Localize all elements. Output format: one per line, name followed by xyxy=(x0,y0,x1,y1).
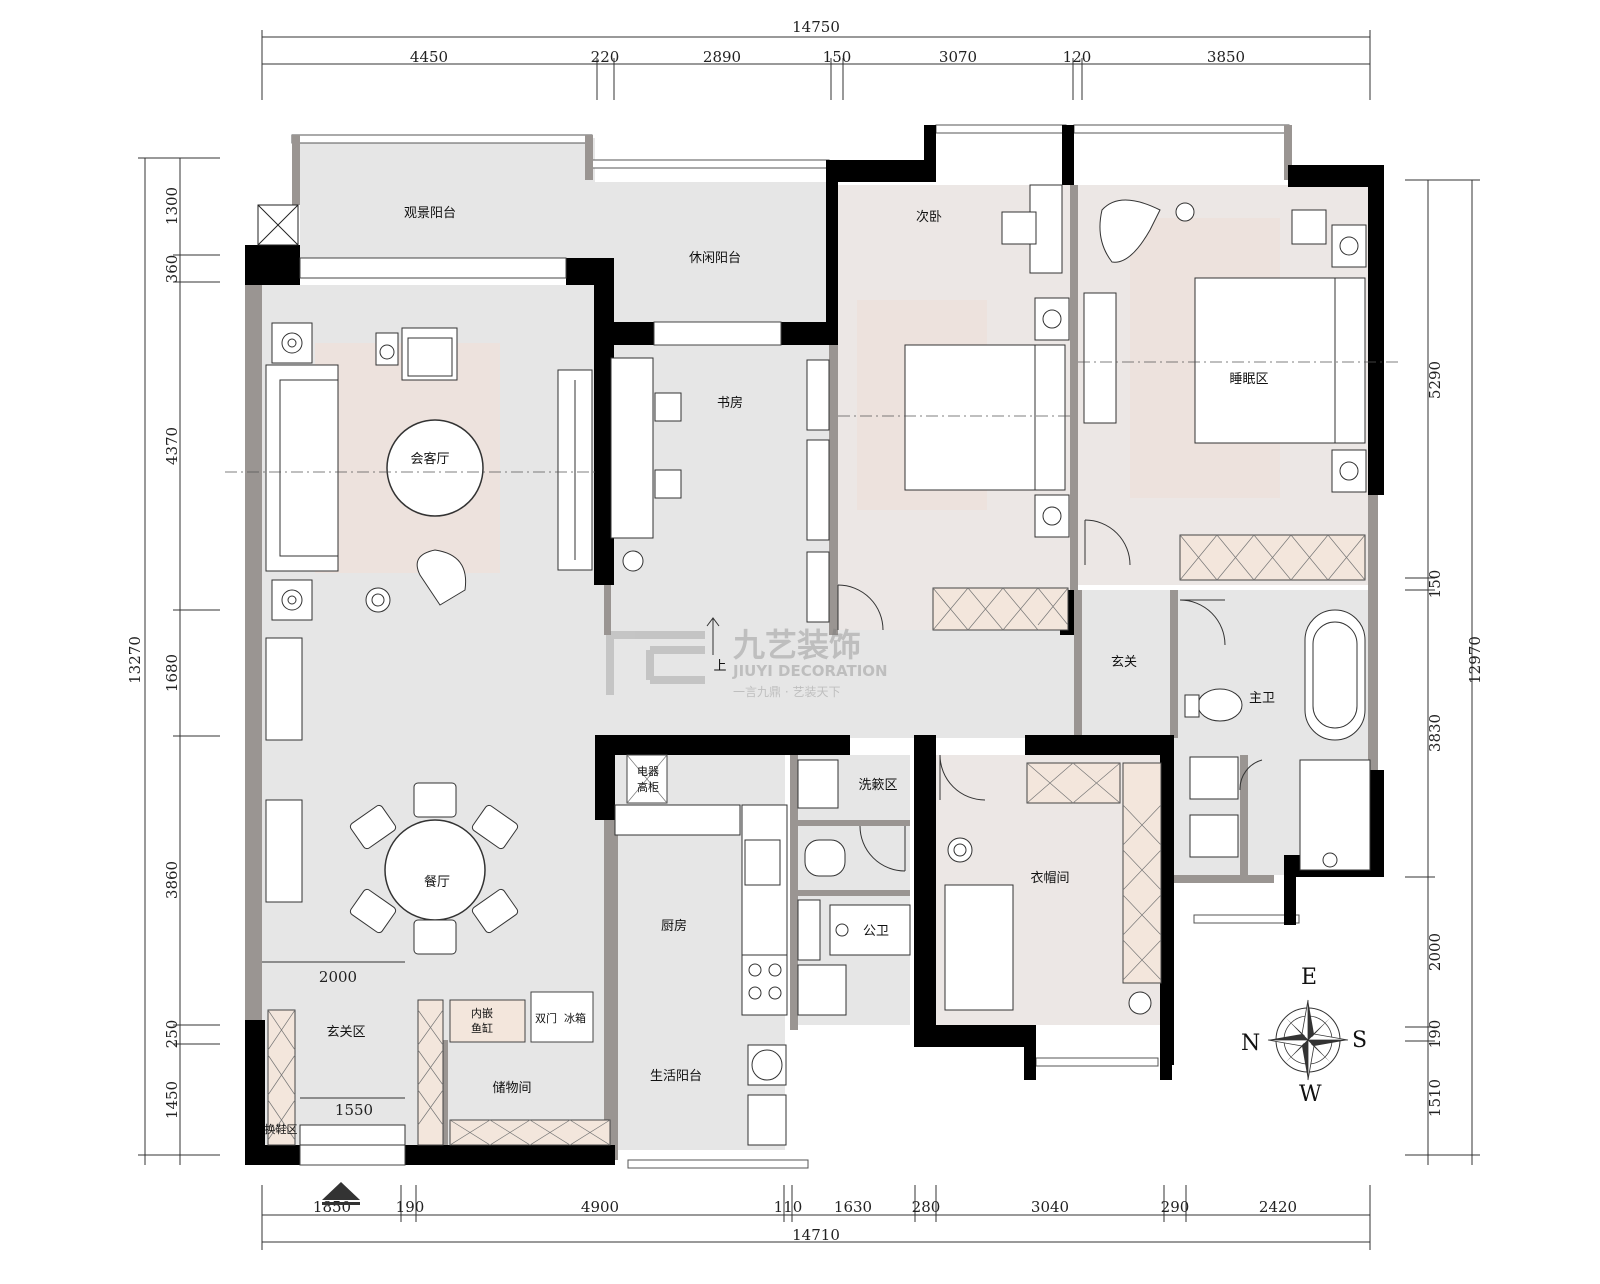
dim-right-2: 150 xyxy=(1426,570,1444,599)
compass-n: N xyxy=(1241,1031,1260,1056)
label-wash-area: 洗簌区 xyxy=(858,778,897,793)
dim-bottom-8: 290 xyxy=(1161,1198,1190,1216)
dim-left-1: 1300 xyxy=(163,187,181,225)
dim-left-2: 360 xyxy=(163,255,181,284)
entry-marker-icon xyxy=(322,1182,360,1205)
dim-left-total: 13270 xyxy=(126,636,144,684)
label-second-bedroom: 次卧 xyxy=(916,209,942,225)
compass-w: W xyxy=(1299,1082,1322,1107)
dim-top-4: 150 xyxy=(823,48,852,66)
compass-s: S xyxy=(1352,1028,1367,1053)
dim-bottom-1: 1850 xyxy=(313,1198,351,1216)
dimension-labels: 14750 4450 220 2890 150 3070 120 3850 18… xyxy=(126,18,1484,1244)
watermark: 九艺装饰 JIUYI DECORATION 一言九鼎 · 艺装天下 xyxy=(606,626,888,699)
watermark-english: JIUYI DECORATION xyxy=(732,662,888,680)
compass-rose-icon xyxy=(1267,999,1349,1081)
watermark-slogan: 一言九鼎 · 艺装天下 xyxy=(733,685,840,699)
furniture xyxy=(265,184,1371,1146)
shaft xyxy=(257,204,299,246)
label-public-bath: 公卫 xyxy=(863,924,889,939)
label-sleeping-area: 睡眠区 xyxy=(1229,372,1268,387)
label-appliance-1: 电器 xyxy=(637,765,659,778)
label-fish-tank-2: 鱼缸 xyxy=(471,1021,493,1035)
dim-right-3: 3830 xyxy=(1426,714,1444,752)
label-master-bath: 主卫 xyxy=(1249,691,1275,706)
label-storage: 储物间 xyxy=(492,1081,531,1096)
dim-top-total: 14750 xyxy=(792,18,840,36)
dim-bottom-total: 14710 xyxy=(792,1226,840,1244)
balcony-rails xyxy=(291,124,1300,1169)
dim-top-7: 3850 xyxy=(1207,48,1245,66)
dim-bottom-7: 3040 xyxy=(1031,1198,1069,1216)
dim-left-5: 3860 xyxy=(163,861,181,899)
dim-bottom-5: 1630 xyxy=(834,1198,872,1216)
dim-top-2: 220 xyxy=(591,48,620,66)
dim-bottom-3: 4900 xyxy=(581,1198,619,1216)
label-study: 书房 xyxy=(717,395,743,411)
label-appliance-2: 高柜 xyxy=(637,780,659,794)
label-fish-tank-1: 内嵌 xyxy=(471,1006,493,1020)
label-stair-up: 上 xyxy=(713,659,726,674)
dim-left-6: 250 xyxy=(163,1020,181,1049)
room-labels: 观景阳台 休闲阳台 会客厅 书房 次卧 睡眠区 玄关 主卫 餐厅 厨房 洗簌区 … xyxy=(265,206,1276,1136)
watermark-brand: 九艺装饰 xyxy=(733,626,861,664)
windows xyxy=(299,257,782,1166)
label-living-room: 会客厅 xyxy=(410,451,449,467)
dimension-lines xyxy=(144,36,1473,1243)
label-entry-area: 玄关区 xyxy=(326,1025,365,1040)
dim-right-5: 190 xyxy=(1426,1020,1444,1049)
dim-top-1: 4450 xyxy=(410,48,448,66)
compass-e: E xyxy=(1301,965,1317,990)
cabinet-hatch xyxy=(267,534,1366,1146)
label-viewing-balcony: 观景阳台 xyxy=(404,206,456,221)
dim-entry-width: 2000 xyxy=(319,968,357,986)
dim-right-6: 1510 xyxy=(1426,1079,1444,1117)
dim-top-6: 120 xyxy=(1063,48,1092,66)
label-utility-balcony: 生活阳台 xyxy=(650,1069,702,1084)
dim-right-4: 2000 xyxy=(1426,933,1444,971)
label-dining-room: 餐厅 xyxy=(424,874,450,890)
dim-right-1: 5290 xyxy=(1426,361,1444,399)
dim-left-4: 1680 xyxy=(163,654,181,692)
watermark-logo-icon xyxy=(606,631,705,695)
label-foyer: 玄关 xyxy=(1111,655,1137,670)
label-shoe-change: 换鞋区 xyxy=(265,1122,298,1136)
dim-top-5: 3070 xyxy=(939,48,977,66)
dim-bottom-9: 2420 xyxy=(1259,1198,1297,1216)
dim-bottom-2: 190 xyxy=(396,1198,425,1216)
structural-walls xyxy=(245,125,1384,1165)
doors xyxy=(837,519,1263,872)
dim-left-7: 1450 xyxy=(163,1081,181,1119)
dim-top-3: 2890 xyxy=(703,48,741,66)
axis-lines xyxy=(225,361,1400,473)
dimension-ticks xyxy=(138,30,1480,1250)
label-cloakroom: 衣帽间 xyxy=(1030,870,1069,886)
label-fridge-1: 双门 xyxy=(535,1011,557,1025)
dim-entry-inner: 1550 xyxy=(335,1101,373,1119)
label-fridge-2: 冰箱 xyxy=(564,1011,586,1025)
partitions xyxy=(245,125,1378,1160)
dim-left-3: 4370 xyxy=(163,427,181,465)
dim-right-total: 12970 xyxy=(1466,636,1484,684)
stair-arrow xyxy=(706,617,720,655)
dim-bottom-4: 110 xyxy=(774,1198,803,1216)
label-kitchen: 厨房 xyxy=(661,918,687,934)
dim-bottom-6: 280 xyxy=(912,1198,941,1216)
label-leisure-balcony: 休闲阳台 xyxy=(689,251,741,266)
